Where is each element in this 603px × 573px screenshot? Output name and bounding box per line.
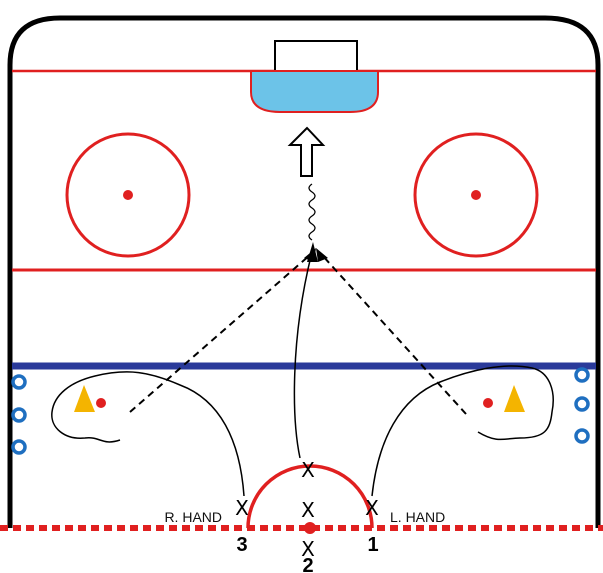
faceoff-dot-right: [471, 190, 481, 200]
cone-left: [74, 385, 95, 412]
player-mark-2-a: X: [301, 458, 315, 482]
pass-line-right: [321, 254, 467, 415]
label-left-hand: L. HAND: [390, 509, 445, 525]
player-mark-3: X: [235, 496, 249, 520]
shot-arrow: [287, 126, 326, 177]
puck-pile-right: [574, 367, 590, 444]
faceoff-dot-left: [123, 190, 133, 200]
goal-net: [274, 40, 358, 72]
player-mark-2-c: X: [301, 537, 315, 561]
pass-line-left: [129, 254, 311, 413]
player-number-2: 2: [302, 555, 313, 573]
player-number-3: 3: [236, 534, 247, 556]
player-mark-1: X: [365, 496, 379, 520]
center-dot: [304, 522, 316, 534]
stickhandle-squiggle: [308, 183, 316, 241]
player-number-1: 1: [367, 534, 378, 556]
pass-arrowhead-right: [316, 248, 328, 262]
skate-arrowhead: [307, 242, 318, 262]
faceoff-circle-right: [413, 132, 539, 258]
player-mark-2-b: X: [301, 498, 315, 522]
skater-path-player-3: [51, 371, 245, 497]
goal-crease: [250, 70, 379, 113]
puck-pile-left: [11, 374, 27, 455]
neutral-dot-right: [483, 398, 493, 408]
skater-path-player-1: [371, 365, 554, 497]
neutral-dot-left: [96, 398, 106, 408]
faceoff-circle-left: [65, 132, 191, 258]
cone-right: [504, 385, 525, 412]
center-half-circle: [246, 464, 374, 529]
label-right-hand: R. HAND: [164, 509, 222, 525]
rink-boards: [7, 15, 601, 528]
skater-path-player-2: [293, 251, 313, 459]
